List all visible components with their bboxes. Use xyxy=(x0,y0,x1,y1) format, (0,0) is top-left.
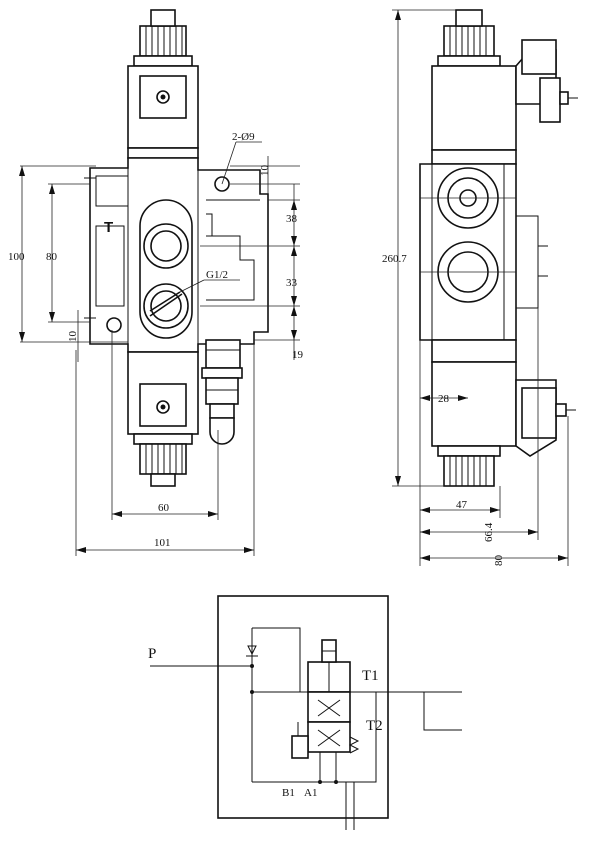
dim-19: 19 xyxy=(292,349,304,361)
port-label-t: T xyxy=(104,219,113,236)
dim-47: 47 xyxy=(456,499,468,511)
dim-100: 100 xyxy=(8,251,25,263)
front-bottom-coil xyxy=(127,351,199,487)
label-p: P xyxy=(148,646,156,662)
schematic-frame xyxy=(217,595,389,819)
hole-callout: 2-Ø9 xyxy=(232,131,255,143)
dim-10-top: 10 xyxy=(259,165,271,177)
side-bottom-coil xyxy=(431,361,576,487)
dim-260-7: 260.7 xyxy=(382,253,407,265)
hydraulic-schematic: P T1 T2 B1 A1 xyxy=(148,595,462,830)
dim-66-4: 66.4 xyxy=(483,522,495,542)
side-top-coil xyxy=(431,9,578,165)
side-dimensions: 260.7 28 47 66.4 80 xyxy=(382,9,569,567)
dim-28: 28 xyxy=(438,393,450,405)
dim-10-left: 10 xyxy=(67,331,79,343)
dim-80-side: 80 xyxy=(493,555,505,567)
front-top-coil xyxy=(127,9,199,149)
dim-80: 80 xyxy=(46,251,58,263)
side-valve-body xyxy=(419,163,548,363)
front-relief-cartridge xyxy=(201,339,243,445)
front-valve-body: T xyxy=(84,147,269,353)
dim-33: 33 xyxy=(286,277,298,289)
dim-60: 60 xyxy=(158,502,170,514)
label-a1: A1 xyxy=(304,787,317,799)
label-t2: T2 xyxy=(366,718,383,734)
dim-101: 101 xyxy=(154,537,171,549)
front-view: T xyxy=(8,9,304,556)
dim-38: 38 xyxy=(286,213,298,225)
front-dimensions: 100 80 10 2-Ø9 10 xyxy=(8,131,304,556)
label-b1: B1 xyxy=(282,787,295,799)
port-callout: G1/2 xyxy=(206,269,228,281)
label-t1: T1 xyxy=(362,668,379,684)
side-view: 260.7 28 47 66.4 80 xyxy=(382,9,578,567)
